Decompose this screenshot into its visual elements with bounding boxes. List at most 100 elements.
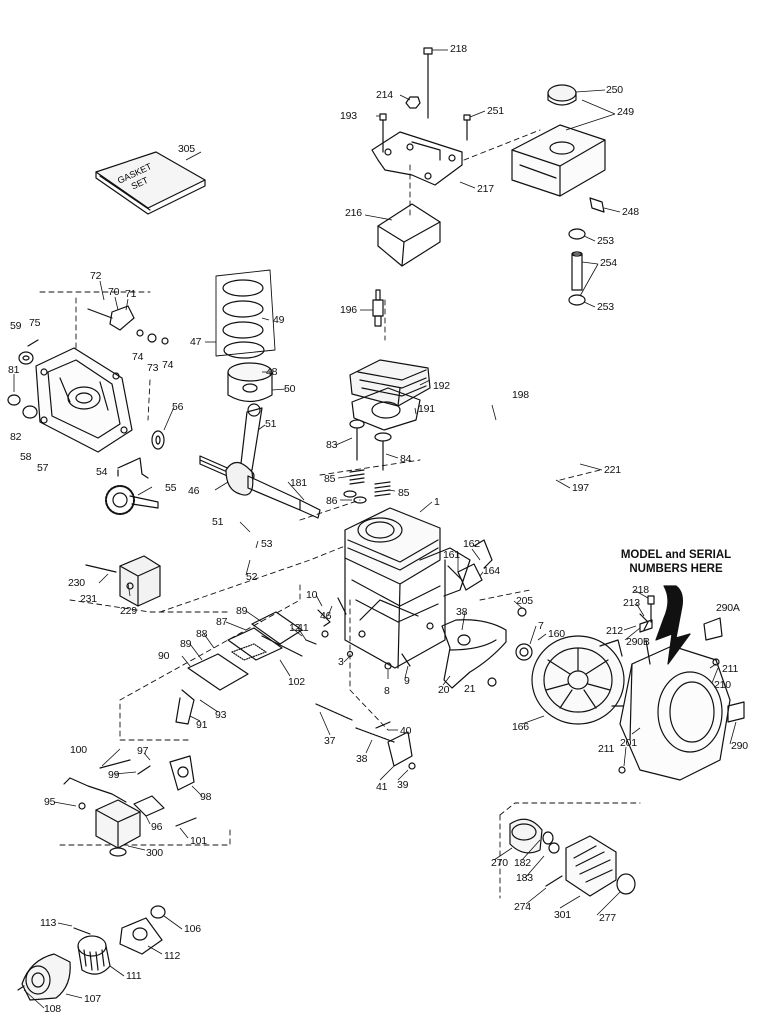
part-label: 181 — [290, 477, 307, 489]
part-label: 166 — [512, 721, 529, 733]
part-label: 12 — [289, 622, 301, 634]
part-label: 82 — [10, 431, 22, 443]
part-label: 89 — [236, 605, 248, 617]
part-label: 301 — [554, 909, 571, 921]
assembly-guide-lines — [39, 129, 641, 899]
part-label: 59 — [10, 320, 22, 332]
piston-rings — [215, 269, 276, 359]
part-label: 84 — [400, 453, 412, 465]
part-label: 218 — [632, 584, 649, 596]
part-label: 112 — [164, 950, 181, 962]
seal-56 — [151, 430, 165, 450]
crankcase-cover — [35, 347, 133, 453]
fuel-line — [568, 228, 586, 306]
part-label: 193 — [340, 110, 357, 122]
part-label: 160 — [548, 628, 565, 640]
part-label: 97 — [137, 745, 149, 757]
part-label: 305 — [178, 143, 195, 155]
part-label: 102 — [288, 676, 305, 688]
part-label: 218 — [450, 43, 467, 55]
part-label: 249 — [617, 106, 634, 118]
part-label: 201 — [620, 737, 637, 749]
part-label: 253 — [597, 235, 614, 247]
part-label: 83 — [326, 439, 338, 451]
part-label: 214 — [376, 89, 393, 101]
part-label: 191 — [418, 403, 435, 415]
part-label: 86 — [326, 495, 338, 507]
part-label: 85 — [398, 487, 410, 499]
part-label: 51 — [265, 418, 277, 430]
flywheel — [531, 635, 631, 725]
carburetor — [63, 777, 141, 857]
part-label: 48 — [266, 366, 278, 378]
part-label: 70 — [108, 286, 120, 298]
part-label: 217 — [477, 183, 494, 195]
part-label: 100 — [70, 744, 87, 756]
part-label: 290A — [716, 602, 740, 614]
oil-seals — [7, 339, 39, 419]
part-label: 9 — [404, 675, 410, 687]
part-label: 46 — [320, 610, 332, 622]
housing-bolts — [618, 595, 720, 774]
part-label: 90 — [158, 650, 170, 662]
part-label: 99 — [108, 769, 120, 781]
ignition-module — [447, 539, 493, 591]
head-gasket — [351, 387, 421, 431]
part-label: 50 — [284, 383, 296, 395]
leader-lines — [13, 49, 737, 1009]
part-label: 8 — [384, 685, 390, 697]
part-label: 37 — [324, 735, 336, 747]
part-label: 81 — [8, 364, 20, 376]
cylinder-block — [344, 507, 471, 669]
rewind-starter — [509, 818, 636, 897]
part-label: 21 — [464, 683, 476, 695]
cam-gear — [105, 485, 159, 515]
part-label: 71 — [125, 288, 137, 300]
governor-parts — [87, 305, 169, 345]
part-label: 161 — [443, 549, 460, 561]
part-label: 74 — [132, 351, 144, 363]
flywheel-washers — [515, 607, 533, 661]
part-label: 89 — [180, 638, 192, 650]
part-label: 54 — [96, 466, 108, 478]
note-line-1: MODEL and SERIAL — [620, 549, 732, 561]
part-label: 250 — [606, 84, 623, 96]
air-cleaner — [17, 905, 166, 1001]
small-block-parts — [305, 597, 411, 670]
part-label: 198 — [512, 389, 529, 401]
bracket-216 — [377, 203, 441, 267]
tank-bolts — [379, 47, 471, 153]
part-label: 95 — [44, 796, 56, 808]
part-label: 47 — [190, 336, 202, 348]
part-label: 183 — [516, 872, 533, 884]
part-label: 213 — [623, 597, 640, 609]
fuel-tank — [511, 84, 606, 213]
part-label: 212 — [606, 625, 623, 637]
piston — [227, 362, 273, 403]
part-label: 49 — [273, 314, 285, 326]
part-label: 108 — [44, 1003, 61, 1015]
part-label: 300 — [146, 847, 163, 859]
part-label: 41 — [376, 781, 388, 793]
part-label: 38 — [356, 753, 368, 765]
part-label: 113 — [40, 917, 57, 929]
part-label: 106 — [184, 923, 201, 935]
muffler — [85, 555, 161, 607]
part-label: 162 — [463, 538, 480, 550]
part-label: 7 — [538, 620, 544, 632]
breather-assembly — [175, 611, 303, 725]
valve-springs — [343, 469, 391, 504]
part-label: 197 — [572, 482, 589, 494]
part-label: 211 — [722, 663, 739, 675]
part-label: 221 — [604, 464, 621, 476]
spark-plug — [372, 289, 384, 327]
part-label: 205 — [516, 595, 533, 607]
part-label: 230 — [68, 577, 85, 589]
part-label: 111 — [126, 970, 142, 982]
valves — [349, 419, 392, 471]
part-label: 38 — [456, 606, 468, 618]
part-label: 10 — [306, 589, 318, 601]
part-label: 210 — [714, 679, 731, 691]
intake-manifold — [99, 755, 197, 827]
